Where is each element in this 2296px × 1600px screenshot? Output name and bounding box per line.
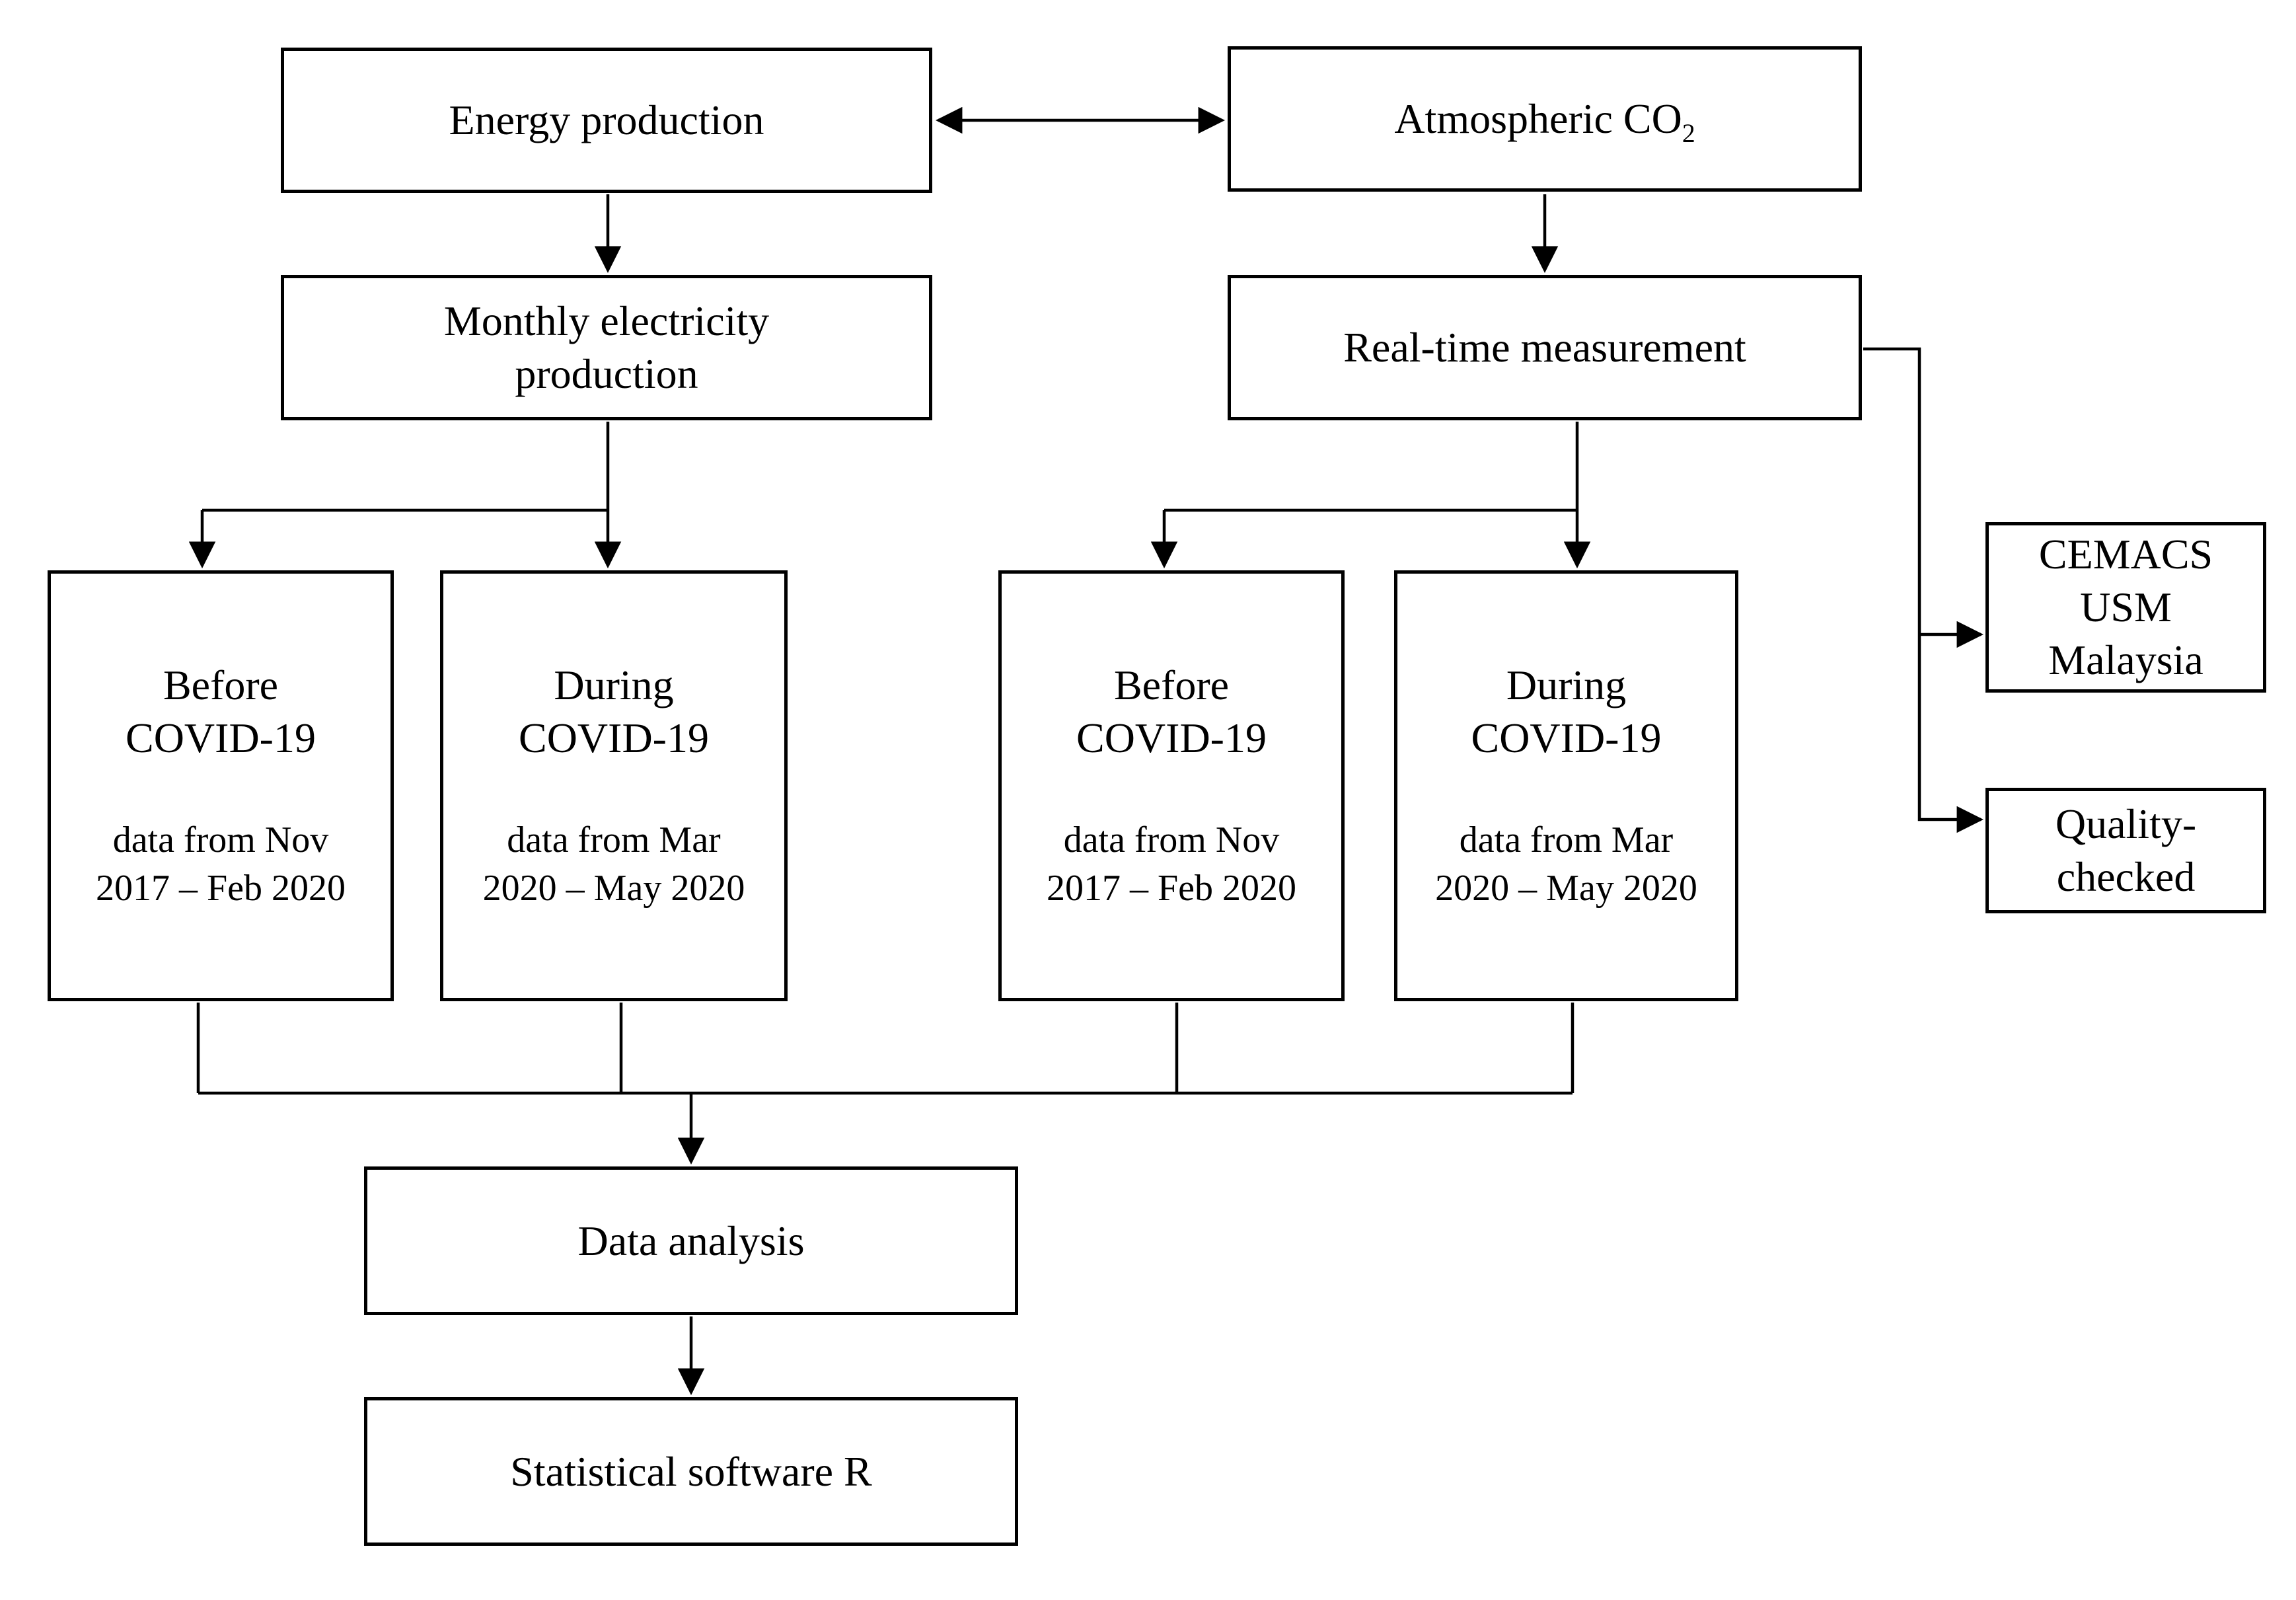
- node-real-time-measurement: Real-time measurement: [1228, 275, 1862, 420]
- node-energy-production: Energy production: [281, 48, 932, 193]
- node-atmospheric-co2: Atmospheric CO2: [1228, 46, 1862, 192]
- before-covid-co2-title: Before COVID-19: [1076, 662, 1267, 762]
- cemacs-usm-malaysia-label: CEMACS USM Malaysia: [2038, 531, 2213, 683]
- during-covid-electricity-title: During COVID-19: [519, 662, 709, 762]
- atmospheric-co2-label-subscript: 2: [1682, 118, 1695, 148]
- node-before-covid-co2: Before COVID-19 data from Nov 2017 – Feb…: [998, 570, 1345, 1001]
- node-before-covid-electricity: Before COVID-19 data from Nov 2017 – Feb…: [48, 570, 394, 1001]
- before-covid-electricity-title: Before COVID-19: [126, 662, 316, 762]
- data-analysis-label: Data analysis: [577, 1217, 805, 1264]
- atmospheric-co2-label: Atmospheric CO2: [1394, 93, 1695, 148]
- real-time-measurement-label: Real-time measurement: [1343, 324, 1746, 371]
- statistical-software-r-label: Statistical software R: [510, 1447, 872, 1495]
- before-covid-co2-daterange: data from Nov 2017 – Feb 2020: [1047, 819, 1296, 909]
- node-during-covid-electricity: During COVID-19 data from Mar 2020 – May…: [440, 570, 788, 1001]
- node-statistical-software-r: Statistical software R: [364, 1397, 1018, 1546]
- connector-realtime-right: [1863, 347, 1984, 833]
- node-during-covid-co2: During COVID-19 data from Mar 2020 – May…: [1394, 570, 1738, 1001]
- node-cemacs-usm-malaysia: CEMACS USM Malaysia: [1985, 522, 2266, 693]
- node-monthly-electricity-production: Monthly electricity production: [281, 275, 932, 420]
- quality-checked-label: Quality- checked: [2055, 800, 2197, 900]
- before-covid-electricity-daterange: data from Nov 2017 – Feb 2020: [96, 819, 346, 909]
- during-covid-co2-title: During COVID-19: [1471, 662, 1662, 762]
- monthly-electricity-production-label: Monthly electricity production: [443, 297, 770, 397]
- energy-production-label: Energy production: [449, 96, 764, 143]
- atmospheric-co2-label-main: Atmospheric CO: [1394, 95, 1682, 142]
- during-covid-electricity-daterange: data from Mar 2020 – May 2020: [482, 819, 745, 909]
- node-data-analysis: Data analysis: [364, 1166, 1018, 1315]
- node-quality-checked: Quality- checked: [1985, 788, 2266, 913]
- during-covid-co2-daterange: data from Mar 2020 – May 2020: [1435, 819, 1697, 909]
